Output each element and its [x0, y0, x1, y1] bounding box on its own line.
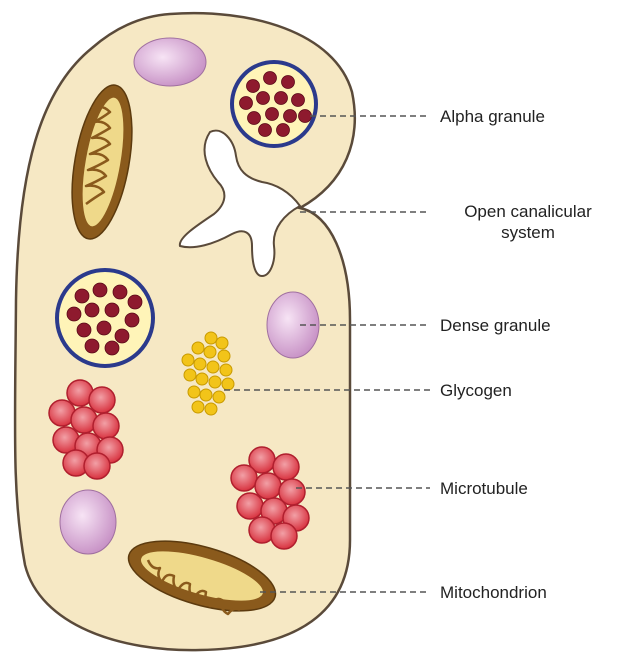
label-ocs-line2: system: [438, 222, 618, 243]
dense-granule: [134, 38, 206, 86]
label-open-canalicular-system: Open canalicular system: [438, 201, 618, 243]
alpha-granule: [57, 270, 153, 366]
dense-granule: [60, 490, 116, 554]
label-microtubule: Microtubule: [440, 478, 528, 499]
label-glycogen: Glycogen: [440, 380, 512, 401]
label-dense-granule: Dense granule: [440, 315, 551, 336]
label-ocs-line1: Open canalicular: [438, 201, 618, 222]
alpha-granule: [232, 62, 316, 146]
label-alpha-granule: Alpha granule: [440, 106, 545, 127]
label-mitochondrion: Mitochondrion: [440, 582, 547, 603]
